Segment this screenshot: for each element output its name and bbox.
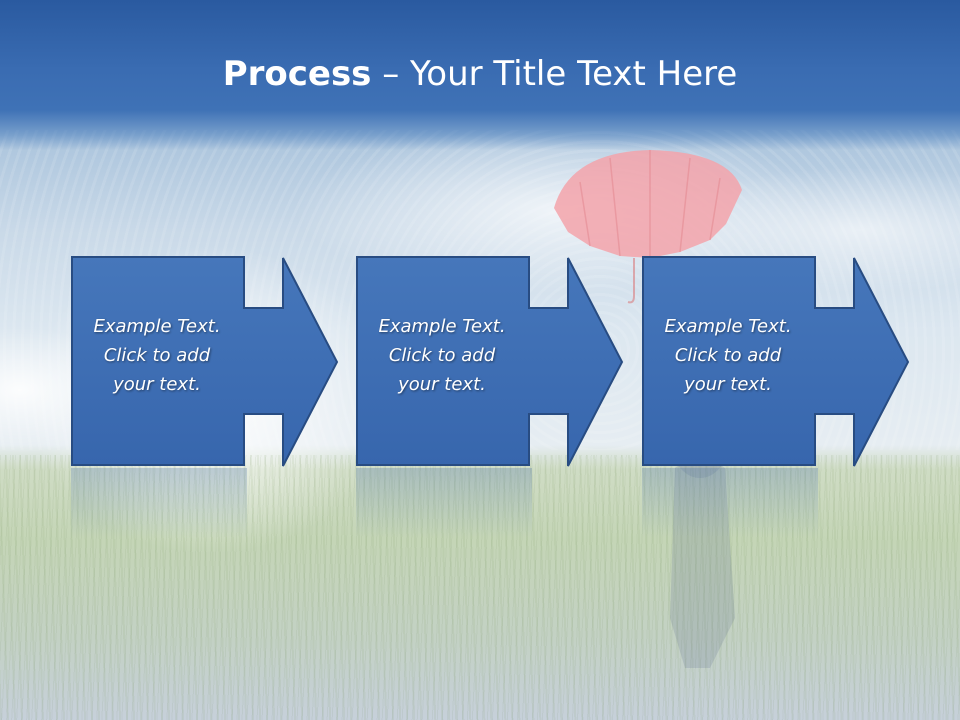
title-band <box>0 0 960 150</box>
step-3-line-3: your text. <box>684 374 772 395</box>
title-rest: – Your Title Text Here <box>371 54 738 94</box>
step-3-line-2: Click to add <box>674 345 782 366</box>
step-1-line-2: Click to add <box>103 345 211 366</box>
step-2-text: Example Text. Click to add your text. <box>356 312 528 399</box>
step-1-line-3: your text. <box>113 374 201 395</box>
slide-title[interactable]: Process – Your Title Text Here <box>0 52 960 96</box>
process-step-3[interactable]: Example Text. Click to add your text. <box>642 256 914 468</box>
step-1-reflection <box>71 468 247 538</box>
step-2-line-1: Example Text. <box>378 316 506 337</box>
step-3-line-1: Example Text. <box>664 316 792 337</box>
step-1-arrow-shape <box>71 256 339 467</box>
step-2-arrow-shape <box>356 256 624 467</box>
step-2-line-2: Click to add <box>388 345 496 366</box>
process-step-2[interactable]: Example Text. Click to add your text. <box>356 256 628 468</box>
step-3-arrow-shape <box>642 256 910 467</box>
step-3-text: Example Text. Click to add your text. <box>642 312 814 399</box>
step-2-line-3: your text. <box>398 374 486 395</box>
step-1-line-1: Example Text. <box>93 316 221 337</box>
step-1-text: Example Text. Click to add your text. <box>71 312 243 399</box>
step-2-reflection <box>356 468 532 538</box>
title-bold: Process <box>222 54 372 94</box>
grass-texture <box>0 455 960 720</box>
process-step-1[interactable]: Example Text. Click to add your text. <box>71 256 343 468</box>
step-3-reflection <box>642 468 818 538</box>
